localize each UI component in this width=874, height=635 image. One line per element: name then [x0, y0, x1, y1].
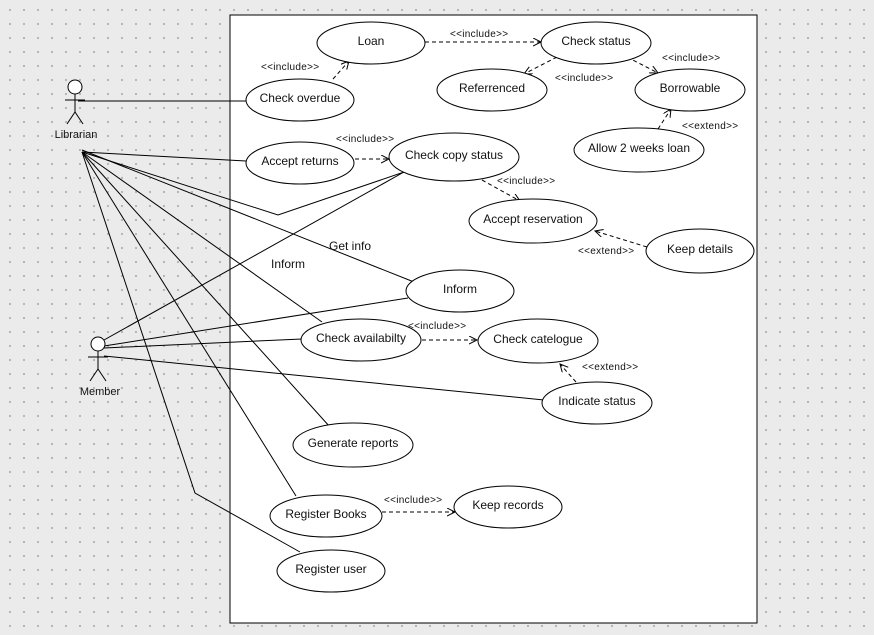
- use-case-check-status-label: Check status: [561, 34, 630, 48]
- use-case-check-copy-status[interactable]: Check copy status: [388, 132, 520, 182]
- use-case-allow-2-weeks-loan-label: Allow 2 weeks loan: [588, 141, 690, 155]
- use-case-accept-returns-label: Accept returns: [261, 154, 338, 168]
- use-case-register-books-label: Register Books: [285, 507, 366, 521]
- use-case-borrowable[interactable]: Borrowable: [634, 68, 746, 112]
- label-include-status-borrowable: <<include>>: [662, 53, 720, 64]
- actor-member[interactable]: Member: [80, 336, 121, 398]
- assoc-librarian-check-availability: [81, 151, 323, 323]
- assoc-label-get-info: Get info: [329, 239, 371, 253]
- actor-librarian-label: Librarian: [55, 129, 98, 141]
- use-case-inform[interactable]: Inform: [405, 269, 515, 313]
- use-case-register-user-label: Register user: [295, 562, 366, 576]
- label-include-overdue-loan: <<include>>: [261, 62, 319, 73]
- assoc-librarian-check-copy-status: [81, 151, 411, 216]
- actor-librarian-head: [67, 79, 83, 95]
- assoc-member-check-availability: [103, 338, 303, 349]
- use-case-keep-details-label: Keep details: [667, 242, 733, 256]
- label-include-availability-catalogue: <<include>>: [408, 321, 466, 332]
- label-include-books-records: <<include>>: [384, 495, 442, 506]
- assoc-member-inform: [103, 297, 409, 347]
- label-include-copy-reservation: <<include>>: [497, 176, 555, 187]
- member-associations: [103, 171, 545, 401]
- use-case-accept-reservation[interactable]: Accept reservation: [468, 198, 598, 244]
- use-case-indicate-status-label: Indicate status: [558, 394, 635, 408]
- use-case-borrowable-label: Borrowable: [660, 81, 721, 95]
- use-case-register-books[interactable]: Register Books: [269, 494, 383, 538]
- use-case-loan[interactable]: Loan: [316, 21, 426, 65]
- use-case-check-catalogue[interactable]: Check catelogue: [477, 318, 599, 364]
- use-case-check-overdue[interactable]: Check overdue: [245, 78, 355, 122]
- use-case-referenced-label: Referrenced: [459, 81, 525, 95]
- assoc-librarian-register-user: [81, 151, 301, 553]
- include-check-status-referenced: [524, 56, 558, 74]
- actor-member-label: Member: [80, 386, 121, 398]
- use-case-check-availability-label: Check availabilty: [316, 331, 406, 345]
- assoc-librarian-register-books: [81, 151, 297, 497]
- use-case-check-overdue-label: Check overdue: [260, 91, 341, 105]
- label-extend-borrowable: <<extend>>: [682, 121, 738, 132]
- actor-librarian[interactable]: Librarian: [55, 79, 98, 141]
- assoc-member-indicate-status: [103, 355, 545, 401]
- use-case-check-status[interactable]: Check status: [540, 21, 652, 65]
- assoc-librarian-generate-reports: [81, 151, 331, 428]
- use-case-keep-records[interactable]: Keep records: [453, 485, 563, 529]
- use-case-accept-returns[interactable]: Accept returns: [245, 141, 355, 185]
- label-include-loan-status: <<include>>: [450, 29, 508, 40]
- include-check-status-borrowable: [626, 56, 658, 73]
- extend-keep-details-accept-reservation: [595, 231, 648, 248]
- use-case-check-catalogue-label: Check catelogue: [493, 332, 583, 346]
- assoc-label-inform: Inform: [271, 257, 305, 271]
- label-include-returns-copy: <<include>>: [336, 134, 394, 145]
- assoc-member-check-copy-status: [103, 171, 405, 341]
- relation-labels: <<include>> <<include>> <<include>> <<in…: [261, 29, 738, 506]
- librarian-associations: [78, 100, 415, 553]
- use-cases: Loan Check status Referrenced Borrowable…: [245, 21, 755, 593]
- use-case-referenced[interactable]: Referrenced: [436, 68, 548, 112]
- use-case-inform-label: Inform: [443, 282, 477, 296]
- use-case-generate-reports[interactable]: Generate reports: [292, 422, 414, 468]
- label-include-status-referenced: <<include>>: [555, 73, 613, 84]
- actor-member-head: [90, 336, 106, 352]
- use-case-check-copy-status-label: Check copy status: [405, 148, 503, 162]
- include-check-copy-accept-reservation: [481, 179, 520, 201]
- label-extend-reservation: <<extend>>: [578, 246, 634, 257]
- dependency-relations: [332, 42, 671, 512]
- use-case-register-user[interactable]: Register user: [276, 549, 386, 593]
- extend-allow-loan-borrowable: [657, 109, 671, 130]
- use-case-accept-reservation-label: Accept reservation: [483, 212, 582, 226]
- use-case-loan-label: Loan: [358, 34, 385, 48]
- use-case-allow-2-weeks-loan[interactable]: Allow 2 weeks loan: [573, 127, 705, 173]
- use-case-keep-details[interactable]: Keep details: [645, 228, 755, 274]
- assoc-librarian-inform: [81, 149, 415, 283]
- use-case-indicate-status[interactable]: Indicate status: [541, 381, 653, 425]
- assoc-librarian-accept-returns: [81, 151, 247, 162]
- use-case-keep-records-label: Keep records: [472, 498, 543, 512]
- label-extend-catalogue: <<extend>>: [582, 362, 638, 373]
- use-case-generate-reports-label: Generate reports: [308, 436, 399, 450]
- use-case-check-availability[interactable]: Check availabilty: [300, 318, 422, 362]
